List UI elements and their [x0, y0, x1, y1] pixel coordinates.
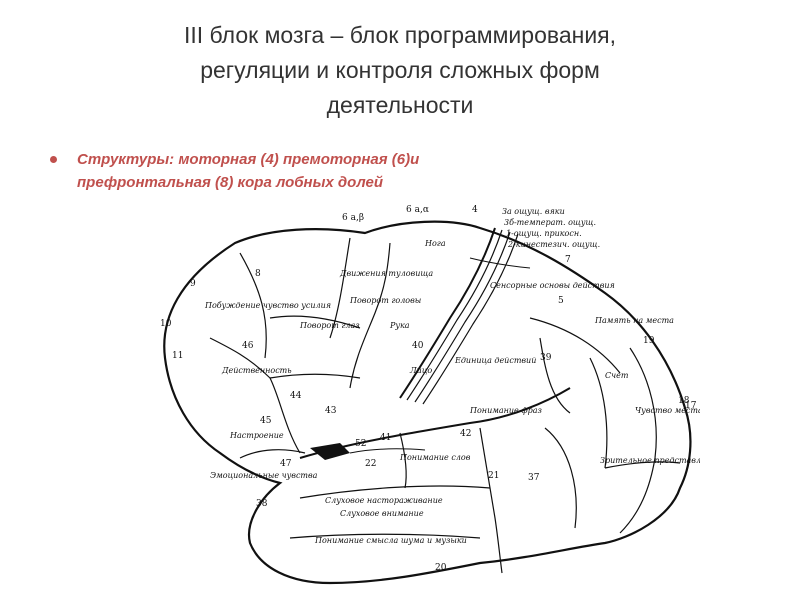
label-19: 19 — [643, 336, 655, 346]
label-8: 8 — [255, 269, 261, 279]
text-face: Лицо — [409, 366, 432, 375]
label-39: 39 — [540, 353, 552, 363]
label-4: 4 — [472, 205, 478, 215]
text-mood: Настроение — [229, 431, 284, 440]
label-3b: 3б-температ. ощущ. — [504, 218, 596, 227]
label-3d: 2-кинестезич. ощущ. — [507, 240, 600, 249]
title-line-3: деятельности — [70, 88, 730, 123]
text-place-sense: Чувство места — [635, 406, 700, 415]
label-38: 38 — [256, 499, 268, 509]
text-incitement: Побуждение чувство усилия — [204, 301, 331, 310]
text-count: Счет — [605, 371, 629, 380]
label-10: 10 — [160, 319, 172, 329]
text-action: Действенность — [221, 366, 292, 375]
title-line-2: регуляции и контроля сложных форм — [70, 53, 730, 88]
label-37: 37 — [528, 473, 540, 483]
slide-title: III блок мозга – блок программирования, … — [70, 18, 730, 123]
bullet-line-2: префронтальная (8) кора лобных долей — [77, 171, 419, 194]
text-words: Понимание слов — [399, 453, 471, 462]
text-trunk: Движения туловища — [339, 269, 433, 278]
label-3c: 1-ощущ. прикосн. — [506, 229, 582, 238]
text-hand: Рука — [389, 321, 410, 330]
text-auditory-attention: Слуховое внимание — [340, 509, 424, 518]
label-20: 20 — [435, 563, 447, 573]
label-45: 45 — [260, 416, 272, 426]
label-9: 9 — [190, 279, 196, 289]
text-noise-music: Понимание смысла шума и музыки — [314, 536, 467, 545]
text-phrase: Понимание фраз — [469, 406, 542, 415]
motor-strip-3 — [423, 234, 518, 404]
frontal-line-5 — [350, 243, 390, 388]
text-action-unit: Единица действий — [454, 356, 536, 365]
label-52: 52 — [355, 439, 366, 449]
label-41: 41 — [380, 433, 391, 443]
text-auditory-alert: Слуховое настораживание — [325, 496, 443, 505]
occipital-line-3 — [545, 428, 576, 528]
label-42: 42 — [460, 429, 471, 439]
text-sensory-basis: Сенсорные основы действия — [490, 281, 615, 290]
text-place-memory: Память на места — [594, 316, 674, 325]
bullet-line-1: Структуры: моторная (4) премоторная (6)и — [77, 148, 419, 171]
bullet-text: Структуры: моторная (4) премоторная (6)и… — [77, 148, 419, 194]
motor-strip-2 — [415, 232, 510, 402]
label-11: 11 — [172, 351, 183, 361]
temporal-line-4 — [480, 428, 502, 573]
text-emotions: Эмоциональные чувства — [210, 471, 318, 480]
brain-cortex-diagram: 6 а,β 6 а,α 4 За ощущ. вяки 3б-температ.… — [150, 198, 700, 593]
label-46: 46 — [242, 341, 254, 351]
label-47: 47 — [280, 459, 292, 469]
title-line-1: III блок мозга – блок программирования, — [70, 18, 730, 53]
label-3a: За ощущ. вяки — [502, 207, 565, 216]
brain-map-svg: 6 а,β 6 а,α 4 За ощущ. вяки 3б-температ.… — [150, 198, 700, 593]
parietal-line-1 — [530, 318, 620, 373]
label-5: 5 — [558, 296, 564, 306]
label-44: 44 — [290, 391, 302, 401]
label-6ab: 6 а,β — [342, 213, 364, 223]
label-43: 43 — [325, 406, 337, 416]
label-7: 7 — [565, 255, 571, 265]
bullet-item: Структуры: моторная (4) премоторная (6)и… — [50, 148, 750, 194]
label-22: 22 — [365, 459, 376, 469]
text-head-turn: Поворот головы — [349, 296, 421, 305]
bullet-dot-icon — [50, 156, 57, 163]
text-leg: Нога — [424, 239, 446, 248]
text-eye-turn: Поворот глаз — [299, 321, 360, 330]
text-visual-rep: Зрительное представление — [600, 456, 700, 465]
frontal-line-7 — [240, 450, 305, 458]
label-21: 21 — [488, 471, 499, 481]
label-6aa: 6 а,α — [406, 205, 429, 215]
label-40: 40 — [412, 341, 424, 351]
